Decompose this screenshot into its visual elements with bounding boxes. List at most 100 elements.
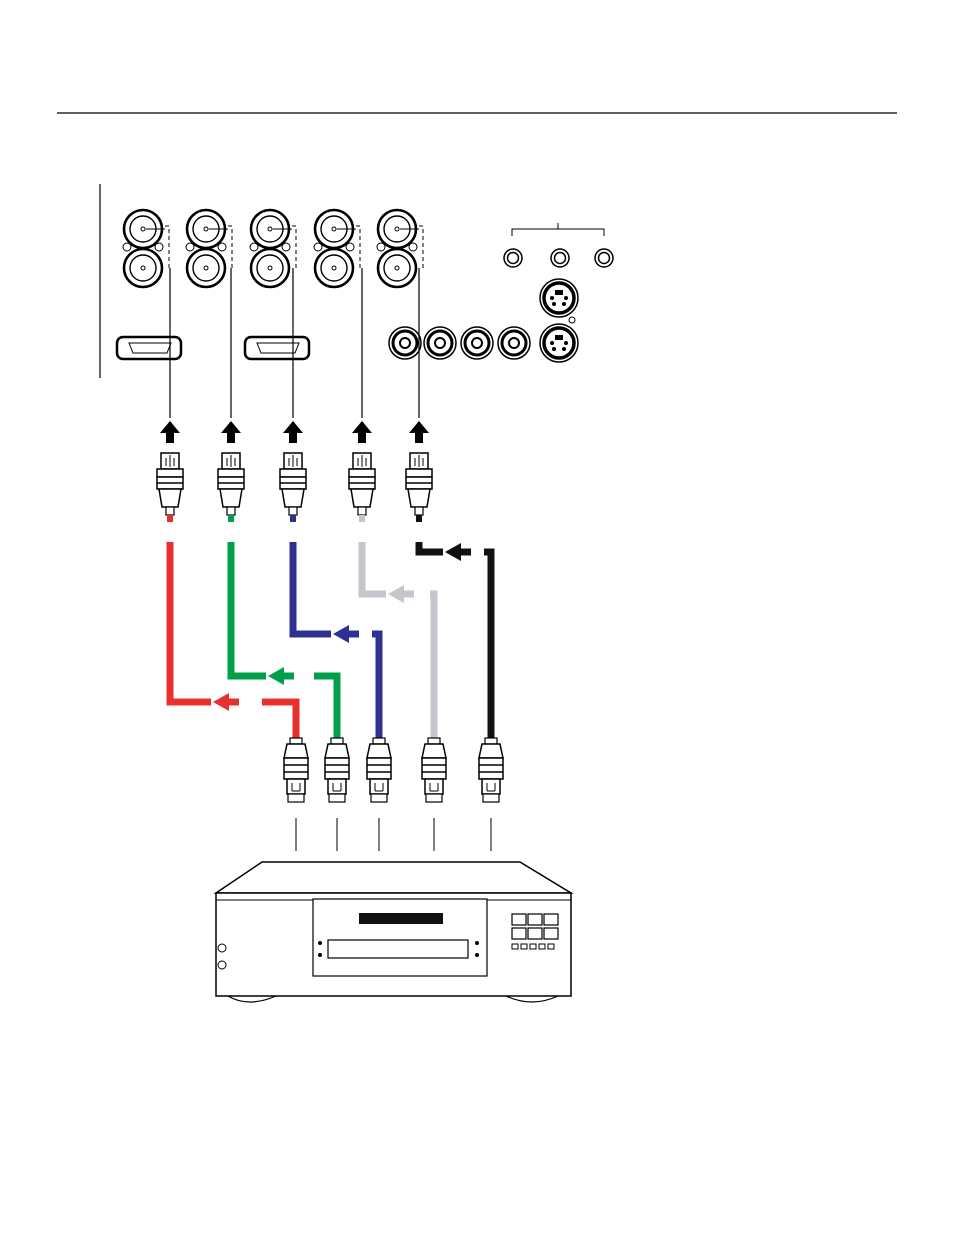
keypad-button: [528, 914, 542, 925]
cable-segment-lower: [484, 552, 491, 738]
plug-ridges: [349, 477, 375, 489]
plug-strain-relief: [428, 738, 440, 744]
plug-strain-relief: [358, 507, 366, 515]
small-jacks-bracket: [512, 229, 604, 236]
plug-boot: [479, 744, 503, 758]
rca-jack-center: [509, 338, 519, 348]
plug-tip: [425, 779, 443, 794]
keypad-button: [512, 928, 526, 939]
plug-strain-relief: [373, 738, 385, 744]
left-arrow-icon: [268, 667, 284, 685]
cable-segment-lower: [262, 702, 296, 738]
hdmi-port-outline: [245, 337, 309, 359]
bnc-jack-column-3: [250, 210, 296, 287]
plug-strain-relief: [415, 507, 423, 515]
plug-tip: [482, 779, 500, 794]
cable-routes: [170, 542, 491, 738]
svideo-pin: [564, 341, 568, 345]
plug-boot: [282, 489, 304, 507]
cable-color-stub: [359, 515, 365, 522]
device-feet: [228, 996, 558, 1002]
small-control-button: [539, 944, 545, 949]
plug-ridges: [479, 758, 503, 779]
cable-route-black: [419, 542, 491, 738]
small-jack-inner: [508, 253, 519, 264]
disc-slot: [328, 940, 468, 958]
plug-boot: [220, 489, 242, 507]
plug-strain-relief: [227, 507, 235, 515]
plug-collar: [406, 469, 432, 477]
keypad-button: [544, 914, 558, 925]
up-arrow-icon: [221, 421, 241, 443]
cable-color-stub: [290, 515, 296, 522]
plug-strain-relief: [331, 738, 343, 744]
plug-ridges: [280, 477, 306, 489]
small-control-button: [512, 944, 518, 949]
plug-ridges: [406, 477, 432, 489]
plug-tip: [370, 779, 388, 794]
plug-collar: [349, 469, 375, 477]
led-hole: [409, 243, 417, 251]
plug-strain-relief: [289, 507, 297, 515]
indicator-dot: [475, 953, 479, 957]
keypad-button: [528, 928, 542, 939]
small-control-button: [548, 944, 554, 949]
bnc-plug-upper-green: [218, 268, 244, 522]
indicator-dot: [318, 953, 322, 957]
led-hole: [250, 243, 258, 251]
bnc-plug-upper-black: [406, 268, 432, 522]
plug-boot: [325, 744, 349, 758]
svideo-pin: [552, 347, 556, 351]
indicator-dot: [475, 941, 479, 945]
dashed-bracket: [165, 226, 169, 268]
cable-color-stub: [167, 515, 173, 522]
cable-segment-lower: [430, 594, 434, 738]
svideo-ring: [544, 283, 574, 313]
plug-boot: [422, 744, 446, 758]
plug-end: [426, 794, 442, 802]
left-arrow-icon: [213, 693, 229, 711]
cable-segment-upper: [293, 542, 331, 634]
plug-end: [483, 794, 499, 802]
bnc-plug-lower-red: [284, 738, 308, 851]
cable-segment-upper: [170, 542, 211, 702]
plug-ridges: [157, 477, 183, 489]
svideo-key: [555, 335, 563, 340]
cable-segment-lower: [372, 634, 379, 738]
led-hole: [123, 243, 131, 251]
device-button-icon: [218, 961, 226, 969]
cable-segment-lower: [314, 676, 337, 738]
keypad-button: [544, 928, 558, 939]
plug-ridges: [367, 758, 391, 779]
cable-route-green: [231, 542, 337, 738]
plug-strain-relief: [485, 738, 497, 744]
bnc-jack-column-4: [314, 210, 360, 287]
plug-collar: [280, 469, 306, 477]
dashed-bracket: [228, 226, 232, 268]
plug-boot: [351, 489, 373, 507]
rca-jack-center: [472, 338, 482, 348]
bnc-plug-lower-black: [479, 738, 503, 851]
svideo-port-2: [540, 324, 578, 362]
cable-route-gray: [362, 542, 434, 738]
plug-collar: [157, 469, 183, 477]
rca-jack-1: [389, 327, 421, 359]
plug-strain-relief: [290, 738, 302, 744]
bnc-plug-lower-gray: [422, 738, 446, 851]
up-arrow-icon: [352, 421, 372, 443]
source-device: [216, 862, 571, 1002]
dashed-bracket: [419, 226, 423, 268]
plug-boot: [159, 489, 181, 507]
bnc-plug-upper-gray: [349, 268, 375, 522]
plug-ridges: [284, 758, 308, 779]
svideo-indicator: [569, 317, 575, 323]
bnc-plug-lower-green: [325, 738, 349, 851]
plug-ridges: [422, 758, 446, 779]
svideo-port-1: [540, 279, 578, 317]
left-arrow-icon: [388, 585, 404, 603]
svideo-key: [555, 290, 563, 295]
plug-end: [288, 794, 304, 802]
dashed-bracket: [356, 226, 360, 268]
cable-segment-upper: [362, 542, 386, 594]
led-hole: [186, 243, 194, 251]
